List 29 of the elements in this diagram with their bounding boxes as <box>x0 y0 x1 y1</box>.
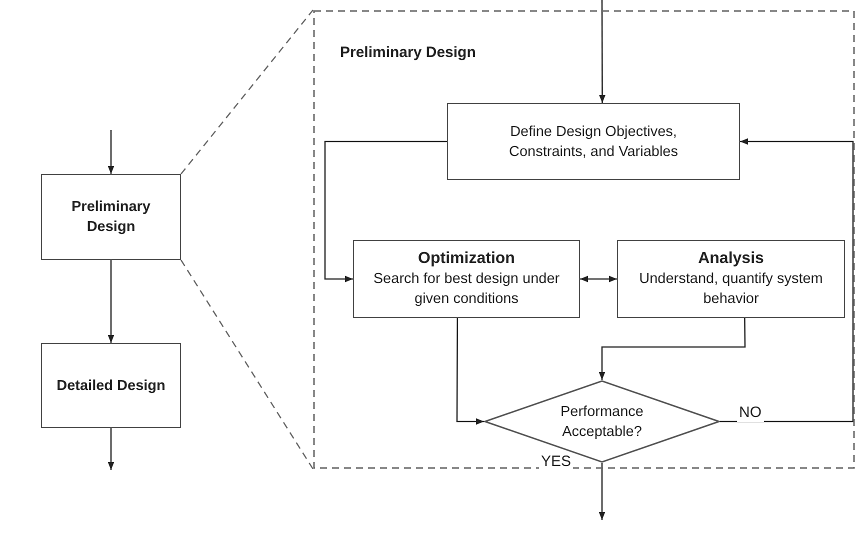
process-box <box>353 240 580 318</box>
arrow <box>598 318 746 380</box>
group-heading: Preliminary Design <box>340 43 476 63</box>
dashed-group-frame <box>313 10 855 469</box>
dashed-line <box>180 260 314 470</box>
box-text: Preliminary Design <box>70 198 152 237</box>
arrow <box>580 276 617 282</box>
box-text: Search for best design under given conditions <box>372 270 561 309</box>
process-box <box>41 174 181 260</box>
arrow <box>456 318 484 425</box>
arrow <box>108 130 114 174</box>
dashed-line <box>180 10 314 174</box>
process-box <box>447 103 740 180</box>
arrow <box>108 428 114 470</box>
box-text: Understand, quantify system behavior <box>638 270 824 309</box>
box-text: Define Design Objectives, Constraints, and Variables <box>508 122 679 162</box>
box-heading: Optimization <box>417 249 516 269</box>
process-box <box>617 240 845 318</box>
box-text: Performance Acceptable? <box>559 402 644 442</box>
process-box <box>41 343 181 428</box>
arrow <box>324 140 447 282</box>
edge-label: NO <box>737 404 764 422</box>
edge-label: YES <box>539 453 574 471</box>
box-text: Detailed Design <box>56 376 166 396</box>
arrow <box>598 463 606 520</box>
arrow <box>108 260 114 343</box>
arrow <box>720 138 854 422</box>
box-heading: Analysis <box>697 249 765 269</box>
arrow <box>599 0 606 103</box>
